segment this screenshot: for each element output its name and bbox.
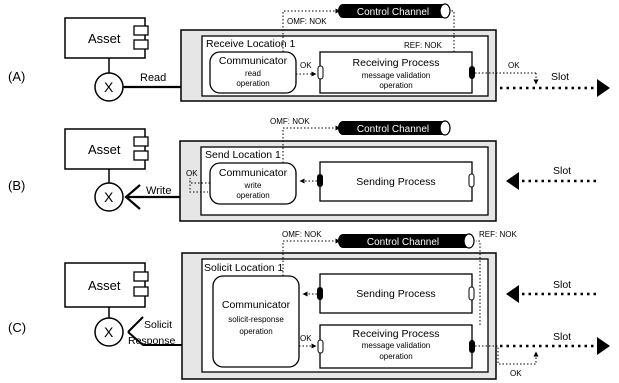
row-c-control-channel: Control Channel (338, 233, 475, 249)
svg-text:operation: operation (379, 81, 412, 90)
row-a-letter: (A) (8, 69, 25, 84)
row-c-x-node: X (94, 317, 124, 347)
svg-text:message validation: message validation (362, 71, 430, 80)
row-c-asset: Asset (64, 262, 149, 308)
svg-text:OK: OK (300, 334, 312, 343)
asset-component-icon (133, 136, 149, 147)
row-b-letter: (B) (8, 178, 25, 193)
svg-text:Solicit Location 1: Solicit Location 1 (204, 262, 284, 274)
svg-text:OK: OK (508, 61, 520, 70)
row-a-communicator (209, 51, 297, 94)
row-a-read-label: Read (140, 72, 166, 84)
row-a: (A) Asset X Read Receive Location 1 Comm… (8, 3, 610, 102)
row-a-slot-arrow (597, 79, 610, 97)
svg-text:Control Channel: Control Channel (367, 237, 439, 248)
svg-text:X: X (104, 324, 114, 340)
row-a-process-title: Receiving Process (353, 57, 440, 69)
row-b-asset: Asset (64, 128, 149, 170)
svg-text:Write: Write (146, 185, 171, 197)
row-a-location-label: Receive Location 1 (206, 38, 295, 50)
row-b-x-node: X (94, 182, 124, 212)
row-c-letter: (C) (8, 320, 26, 335)
row-a-asset-label: Asset (88, 31, 121, 46)
svg-text:read: read (245, 69, 261, 78)
svg-text:Communicator: Communicator (219, 167, 288, 179)
svg-text:Sending Process: Sending Process (356, 288, 435, 300)
asset-component-icon (133, 25, 149, 36)
svg-text:Response: Response (128, 335, 175, 347)
svg-text:solicit-response: solicit-response (228, 315, 284, 324)
svg-text:OK: OK (300, 61, 312, 70)
row-b-control-channel: Control Channel (338, 120, 451, 136)
svg-text:Asset: Asset (88, 278, 121, 293)
svg-text:Slot: Slot (553, 165, 571, 177)
svg-text:REF: NOK: REF: NOK (479, 230, 517, 239)
svg-text:message validation: message validation (362, 341, 430, 350)
svg-text:Slot: Slot (553, 331, 571, 343)
svg-text:OMF: NOK: OMF: NOK (287, 17, 327, 26)
svg-text:Control Channel: Control Channel (357, 124, 429, 135)
row-c-communicator (212, 275, 300, 368)
svg-text:OMF: NOK: OMF: NOK (270, 117, 310, 126)
svg-text:operation: operation (236, 191, 269, 200)
svg-text:Communicator: Communicator (222, 299, 291, 311)
row-a-x-node: X (94, 72, 124, 102)
svg-text:Slot: Slot (551, 71, 569, 83)
svg-text:Solicit: Solicit (144, 319, 172, 331)
svg-text:write: write (244, 181, 262, 190)
svg-text:operation: operation (236, 79, 269, 88)
svg-text:OK: OK (186, 169, 198, 178)
svg-text:operation: operation (239, 327, 272, 336)
row-a-x-label: X (104, 79, 114, 95)
row-b-asset-label: Asset (88, 142, 121, 157)
svg-text:Slot: Slot (553, 279, 571, 291)
row-c: (C) Asset X Solicit Response Solicit Loc… (8, 230, 610, 380)
svg-text:Control Channel: Control Channel (357, 7, 429, 18)
svg-text:OK: OK (510, 369, 522, 378)
svg-text:Send Location 1: Send Location 1 (205, 149, 281, 161)
row-a-control-channel: Control Channel (338, 3, 451, 19)
svg-text:X: X (104, 189, 114, 205)
row-a-communicator-title: Communicator (219, 55, 288, 67)
row-c-sending-process (319, 273, 473, 314)
asset-component-icon (133, 271, 149, 282)
svg-text:Receiving Process: Receiving Process (353, 328, 440, 340)
svg-text:Sending Process: Sending Process (356, 176, 435, 188)
row-b: (B) Asset X Write Send Location 1 Commun… (8, 117, 598, 222)
svg-text:REF: NOK: REF: NOK (404, 41, 442, 50)
svg-text:OMF: NOK: OMF: NOK (282, 230, 322, 239)
row-c-receiving-process (319, 324, 473, 369)
row-a-asset: Asset (64, 17, 149, 59)
svg-text:operation: operation (379, 352, 412, 361)
